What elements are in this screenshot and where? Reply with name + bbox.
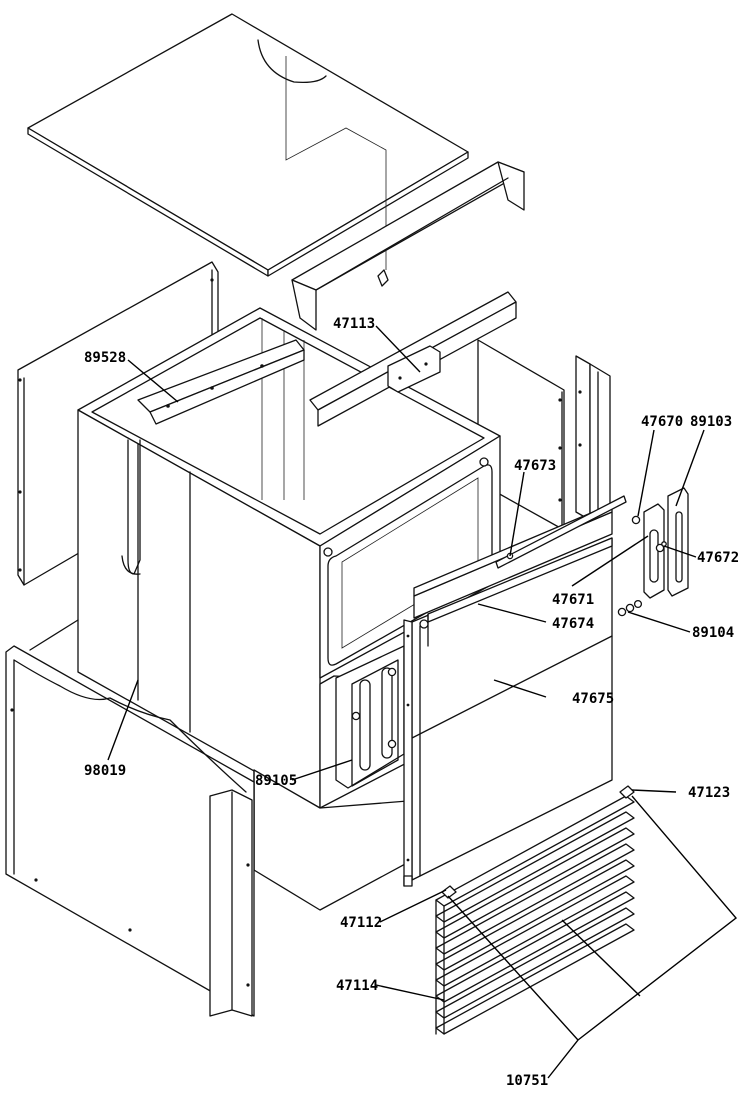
rear-top-channel [291, 161, 525, 331]
part-label-47113: 47113 [333, 316, 375, 332]
part-labels: 89528 47113 47670 89103 47673 47672 4767… [84, 316, 739, 1089]
right-vertical-post [575, 355, 611, 521]
top-lid-panel [27, 13, 469, 277]
part-label-89528: 89528 [84, 350, 126, 366]
part-label-47675: 47675 [572, 691, 614, 707]
front-top-brace-47113 [309, 269, 517, 427]
part-label-47123: 47123 [688, 785, 730, 801]
part-label-47114: 47114 [336, 978, 378, 994]
louver-grille-47114 [435, 785, 635, 1035]
front-lower-panel-89105 [335, 645, 405, 789]
front-left-panel [5, 645, 255, 1017]
part-label-47674: 47674 [552, 616, 594, 632]
part-label-98019: 98019 [84, 763, 126, 779]
part-label-47671: 47671 [552, 592, 594, 608]
main-cabinet-frame [77, 307, 501, 809]
right-hinge-brackets [617, 487, 689, 617]
leader-lines [107, 325, 738, 1079]
part-label-89103: 89103 [690, 414, 732, 430]
part-label-89104: 89104 [692, 625, 734, 641]
part-label-10751: 10751 [506, 1073, 548, 1089]
part-label-47670: 47670 [641, 414, 683, 430]
cross-brace-89528 [137, 339, 305, 425]
part-label-47673: 47673 [514, 458, 556, 474]
part-label-47112: 47112 [340, 915, 382, 931]
part-label-89105: 89105 [255, 773, 297, 789]
part-label-47672: 47672 [697, 550, 739, 566]
